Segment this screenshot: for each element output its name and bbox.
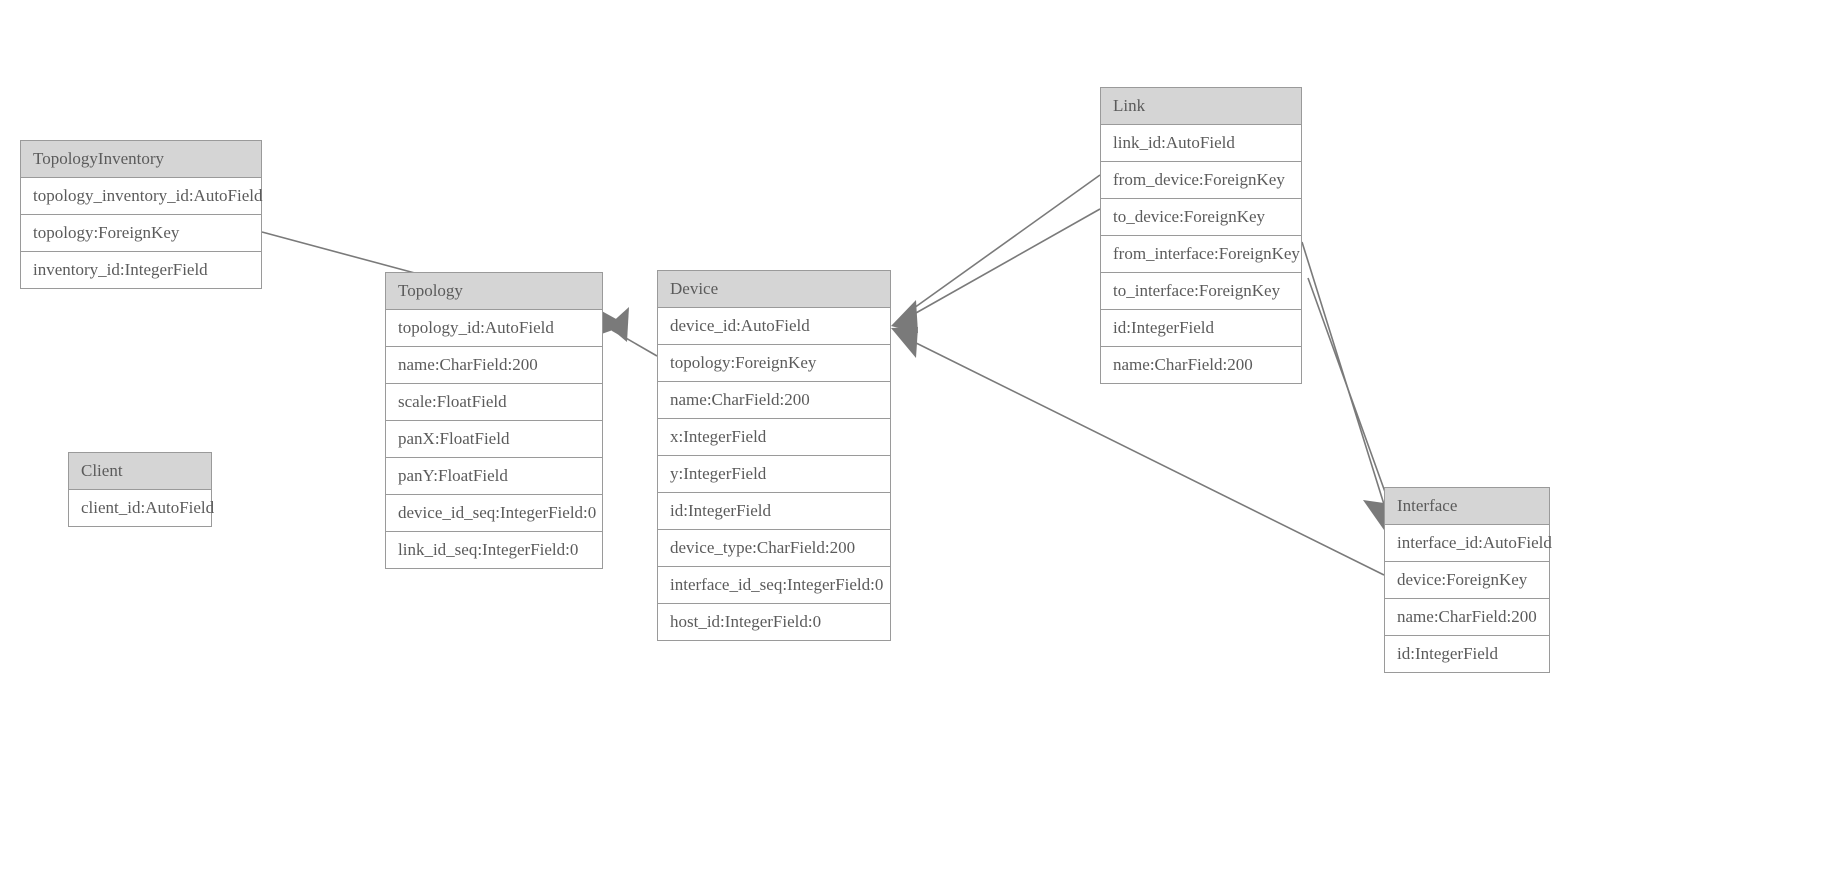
entity-field: client_id:AutoField <box>69 490 214 526</box>
entity-field: host_id:IntegerField:0 <box>658 604 890 640</box>
entity-title-device: Device <box>658 271 890 308</box>
entity-field: id:IntegerField <box>1385 636 1549 672</box>
entity-field: device_id:AutoField <box>658 308 890 345</box>
entity-field: inventory_id:IntegerField <box>21 252 261 288</box>
edge-device-topology <box>611 329 658 357</box>
arrowhead-device-lower <box>891 327 918 358</box>
entity-field: topology:ForeignKey <box>658 345 890 382</box>
entity-field: panX:FloatField <box>386 421 602 458</box>
edge-link-from-interface <box>1301 241 1393 531</box>
entity-title-topology_inventory: TopologyInventory <box>21 141 261 178</box>
edge-link-from-device <box>899 174 1101 319</box>
entity-field: from_interface:ForeignKey <box>1101 236 1301 273</box>
entity-field: from_device:ForeignKey <box>1101 162 1301 199</box>
arrowhead-device-upper <box>891 300 918 333</box>
entity-title-interface: Interface <box>1385 488 1549 525</box>
entity-field: link_id_seq:IntegerField:0 <box>386 532 602 568</box>
entity-field: name:CharField:200 <box>1101 347 1301 383</box>
entity-field: interface_id:AutoField <box>1385 525 1552 562</box>
entity-field: device_type:CharField:200 <box>658 530 890 567</box>
entity-field: id:IntegerField <box>1101 310 1301 347</box>
entity-field: name:CharField:200 <box>1385 599 1549 636</box>
entity-field: name:CharField:200 <box>658 382 890 419</box>
entity-field: device_id_seq:IntegerField:0 <box>386 495 602 532</box>
entity-title-client: Client <box>69 453 211 490</box>
entity-field: panY:FloatField <box>386 458 602 495</box>
entity-field: topology_id:AutoField <box>386 310 602 347</box>
edge-link-to-device <box>899 208 1101 323</box>
entity-field: link_id:AutoField <box>1101 125 1301 162</box>
entity-field: y:IntegerField <box>658 456 890 493</box>
entity-field: to_device:ForeignKey <box>1101 199 1301 236</box>
entity-field: x:IntegerField <box>658 419 890 456</box>
entity-field: device:ForeignKey <box>1385 562 1549 599</box>
entity-field: topology:ForeignKey <box>21 215 261 252</box>
entity-field: scale:FloatField <box>386 384 602 421</box>
entity-field: topology_inventory_id:AutoField <box>21 178 263 215</box>
entity-field: id:IntegerField <box>658 493 890 530</box>
entity-field: interface_id_seq:IntegerField:0 <box>658 567 890 604</box>
arrowhead-topology-from-device <box>608 307 629 342</box>
entity-field: to_interface:ForeignKey <box>1101 273 1301 310</box>
entity-title-topology: Topology <box>386 273 602 310</box>
entity-field: name:CharField:200 <box>386 347 602 384</box>
entity-title-link: Link <box>1101 88 1301 125</box>
